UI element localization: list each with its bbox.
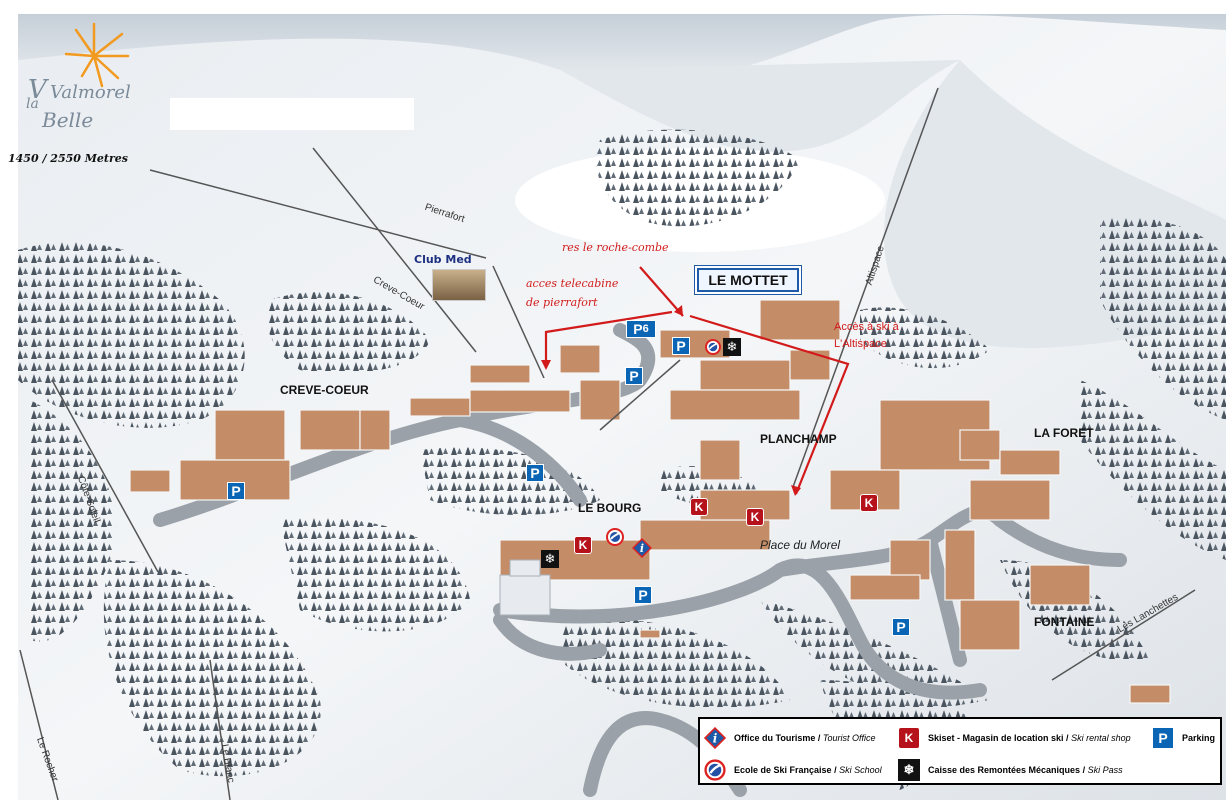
- skiset-marker[interactable]: K: [574, 536, 592, 554]
- logo-v-letter: V: [28, 75, 49, 105]
- altitude-label: 1450 / 2550 Metres: [8, 152, 128, 165]
- annotation-acces-telecabine-line2: de pierrafort: [526, 296, 598, 309]
- legend-office-en: Tourist Office: [822, 733, 876, 743]
- ski-school-icon: [610, 532, 620, 542]
- place-du-morel-label[interactable]: Place du Morel: [760, 538, 841, 552]
- legend-pass-en: Ski Pass: [1087, 765, 1123, 775]
- legend-tourist-office: i Office du Tourisme / Tourist Office: [704, 727, 876, 749]
- valmorel-logo: V Valmorel la Belle: [22, 20, 142, 140]
- ski-school-icon: [708, 342, 718, 352]
- parking-marker[interactable]: P: [625, 367, 643, 385]
- white-hotel: [499, 559, 551, 616]
- legend-esf-fr: Ecole de Ski Française: [734, 765, 832, 775]
- ski-school-marker[interactable]: [606, 528, 624, 546]
- sun-star-icon: V: [28, 22, 130, 105]
- annotation-res-roche-combe: res le roche-combe: [562, 241, 669, 254]
- legend-esf-en: Ski School: [839, 765, 882, 775]
- legend-parking: P Parking: [1152, 727, 1215, 749]
- zone-la-foret[interactable]: LA FORET: [1034, 426, 1094, 440]
- le-mottet-label[interactable]: LE MOTTET: [697, 268, 799, 292]
- parking-marker[interactable]: P: [672, 337, 690, 355]
- parking-marker[interactable]: P: [227, 482, 245, 500]
- annotation-acces-altispace-line2: L'Altispace: [834, 338, 887, 350]
- parking-marker[interactable]: P: [892, 618, 910, 636]
- ski-pass-marker[interactable]: ❄: [723, 338, 741, 356]
- ski-school-icon: [704, 759, 726, 781]
- parking-6-number: 6: [642, 323, 649, 335]
- logo-text-valmorel: Valmorel: [50, 82, 131, 103]
- tourist-office-marker[interactable]: i: [632, 538, 652, 558]
- legend-separator: /: [831, 765, 840, 775]
- zone-creve-coeur[interactable]: CREVE-COEUR: [280, 383, 369, 397]
- ski-pass-marker[interactable]: ❄: [541, 550, 559, 568]
- legend-skiset-en: Ski rental shop: [1071, 733, 1131, 743]
- parking-marker[interactable]: P: [634, 586, 652, 604]
- club-med[interactable]: Club Med: [414, 253, 486, 301]
- mountain-shadow: [560, 60, 1226, 348]
- route-arrowheads: [541, 305, 801, 496]
- legend-ski-school: Ecole de Ski Française / Ski School: [704, 759, 882, 781]
- annotation-acces-altispace-line1: Accès à ski à: [834, 321, 899, 333]
- svg-text:i: i: [640, 542, 644, 555]
- logo-text-belle: Belle: [42, 108, 94, 132]
- legend-office-fr: Office du Tourisme: [734, 733, 816, 743]
- skiset-marker[interactable]: K: [746, 508, 764, 526]
- ski-pass-icon: ❄: [898, 759, 920, 781]
- legend-ski-pass: ❄ Caisse des Remontées Mécaniques / Ski …: [898, 759, 1123, 781]
- annotation-acces-telecabine-line1: acces telecabine: [526, 277, 619, 290]
- parking-6-symbol: P: [633, 321, 643, 337]
- map-legend: i Office du Tourisme / Tourist Office Ec…: [698, 717, 1222, 785]
- parking-marker[interactable]: P: [526, 464, 544, 482]
- legend-skiset-fr: Skiset - Magasin de location ski: [928, 733, 1064, 743]
- parking-icon: P: [1152, 727, 1174, 749]
- club-med-photo: [432, 269, 486, 301]
- ski-school-marker[interactable]: [705, 339, 721, 355]
- buildings: [129, 299, 1171, 704]
- zone-le-bourg[interactable]: LE BOURG: [578, 501, 642, 515]
- legend-parking-label: Parking: [1182, 733, 1216, 743]
- legend-separator: /: [1080, 765, 1088, 775]
- club-med-label: Club Med: [414, 253, 472, 266]
- ski-lifts: [19, 87, 1196, 800]
- tourist-office-icon: i: [704, 727, 726, 749]
- tourist-office-icon: i: [632, 538, 652, 558]
- zone-fontaine[interactable]: FONTAINE: [1034, 615, 1095, 629]
- legend-separator: /: [815, 733, 823, 743]
- blank-patch: [170, 98, 414, 130]
- skiset-icon: K: [898, 727, 920, 749]
- zone-planchamp[interactable]: PLANCHAMP: [760, 432, 837, 446]
- skiset-marker[interactable]: K: [860, 494, 878, 512]
- skiset-marker[interactable]: K: [690, 498, 708, 516]
- legend-separator: /: [1063, 733, 1072, 743]
- logo-text-la: la: [26, 96, 39, 112]
- legend-skiset: K Skiset - Magasin de location ski / Ski…: [898, 727, 1131, 749]
- legend-pass-fr: Caisse des Remontées Mécaniques: [928, 765, 1081, 775]
- access-routes: [544, 266, 850, 495]
- svg-text:i: i: [713, 731, 718, 745]
